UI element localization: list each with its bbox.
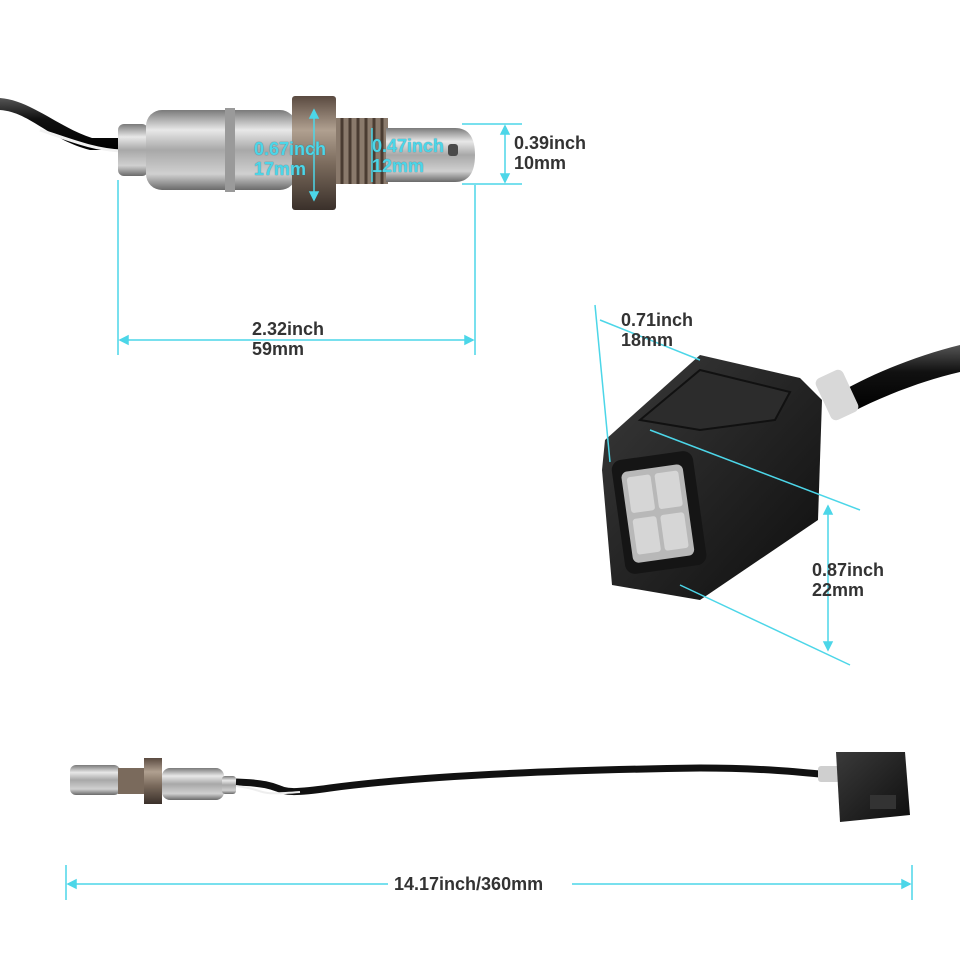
full-sensor-view	[65, 752, 913, 900]
full-thread	[118, 768, 146, 794]
full-cable-sleeve	[818, 766, 840, 782]
full-connector-latch	[870, 795, 896, 809]
connector-closeup	[594, 304, 960, 666]
tip-end-label: 0.39inch 10mm	[514, 133, 586, 173]
connector-height-mm: 22mm	[812, 580, 865, 600]
thread-diameter-mm: 17mm	[254, 159, 307, 179]
connector-height-inch: 0.87inch	[812, 560, 885, 580]
cable-sleeve	[815, 369, 859, 421]
tip-diameter-mm: 12mm	[372, 156, 425, 176]
full-hex-nut	[144, 758, 162, 804]
connector-cable	[840, 345, 960, 412]
tip-end-mm: 10mm	[514, 153, 567, 173]
cable-left	[0, 98, 122, 150]
probe-tip-hole	[448, 144, 458, 156]
total-length-label: 14.17inch/360mm	[394, 874, 544, 894]
connector-dimension-lines	[594, 304, 861, 666]
probe-tip	[386, 128, 475, 182]
full-cable	[235, 764, 831, 796]
probe-dimension-lines	[117, 108, 522, 355]
full-probe-tip	[70, 765, 120, 795]
thread	[336, 118, 388, 184]
connector-height-label: 0.87inch 22mm	[812, 560, 884, 600]
connector-width-label: 0.71inch 18mm	[621, 310, 693, 350]
full-body	[162, 768, 224, 800]
tip-diameter-label: 0.47inch 12mm	[372, 136, 444, 176]
full-crimp	[222, 776, 236, 794]
probe-length-label: 2.32inch 59mm	[252, 319, 324, 359]
probe-length-inch: 2.32inch	[252, 319, 325, 339]
full-wire-white	[235, 785, 301, 795]
thread-diameter-inch: 0.67inch	[254, 139, 327, 159]
crimp-sleeve	[118, 124, 148, 176]
tip-end-inch: 0.39inch	[514, 133, 587, 153]
tip-diameter-inch: 0.47inch	[372, 136, 445, 156]
sensor-closeup	[0, 96, 522, 355]
connector-width-inch: 0.71inch	[621, 310, 694, 330]
connector-top-latch	[637, 368, 792, 432]
total-length-dimension-line	[65, 865, 913, 900]
wire-white	[39, 128, 123, 153]
connector-pins	[621, 464, 695, 563]
thread-diameter-label: 0.67inch 17mm	[254, 139, 326, 179]
full-connector	[836, 752, 910, 822]
sensor-body	[146, 110, 296, 190]
probe-length-mm: 59mm	[252, 339, 305, 359]
sensor-body-ring	[225, 108, 235, 192]
connector-width-mm: 18mm	[621, 330, 674, 350]
